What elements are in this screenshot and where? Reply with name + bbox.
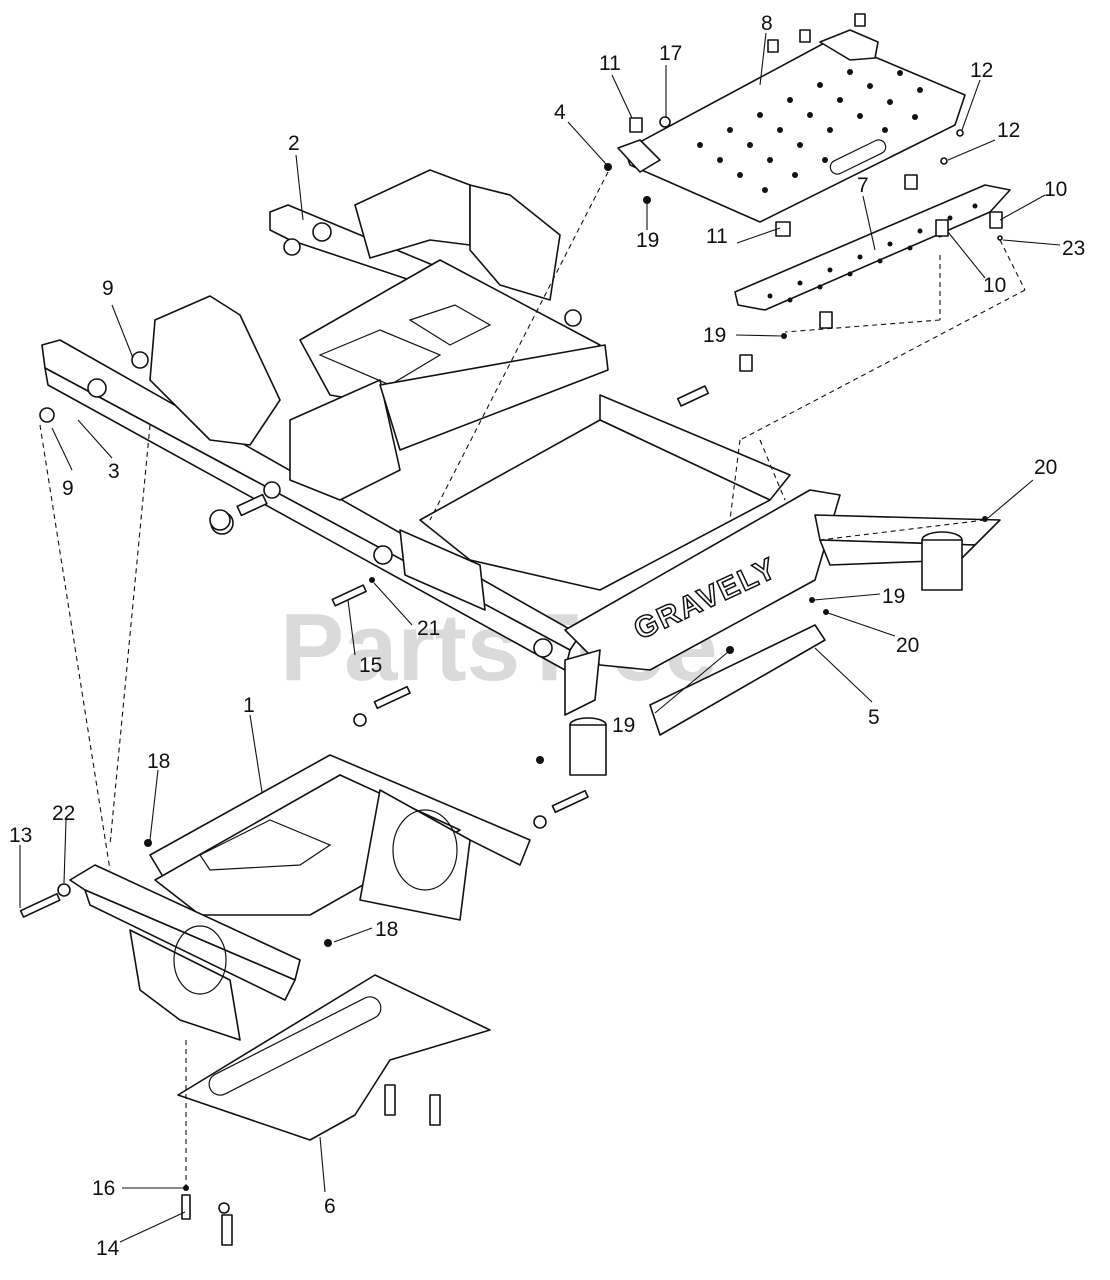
callout-8: 8	[761, 12, 773, 35]
callout-21: 21	[417, 617, 440, 640]
callout-9b: 9	[62, 477, 74, 500]
assembly-lines	[39, 171, 1026, 1188]
part-5-strip	[649, 624, 826, 736]
main-frame	[39, 295, 791, 671]
callout-14: 14	[96, 1237, 120, 1260]
callout-13: 13	[9, 824, 32, 847]
callout-10b: 10	[983, 274, 1006, 297]
callout-20b: 20	[896, 634, 919, 657]
part-1-lower-frame	[69, 754, 531, 1041]
callout-23: 23	[1062, 237, 1085, 260]
callout-22: 22	[52, 802, 75, 825]
leader-lines	[19, 32, 1061, 1243]
callout-19d: 19	[612, 714, 635, 737]
hardware	[19, 13, 1003, 1246]
front-bumper: GRAVELY	[564, 489, 1001, 776]
callout-4: 4	[554, 101, 566, 124]
callout-12b: 12	[997, 119, 1020, 142]
callout-5: 5	[868, 706, 880, 729]
callout-17: 17	[659, 42, 682, 65]
callout-19c: 19	[882, 585, 905, 608]
callout-15: 15	[359, 654, 382, 677]
callout-12a: 12	[970, 59, 993, 82]
callout-9a: 9	[102, 277, 114, 300]
callout-10a: 10	[1044, 178, 1067, 201]
callout-3: 3	[108, 460, 120, 483]
callout-19a: 19	[636, 229, 659, 252]
callout-11b: 11	[706, 225, 728, 248]
callout-18b: 18	[375, 918, 398, 941]
callout-16: 16	[92, 1177, 115, 1200]
callout-11a: 11	[599, 52, 621, 75]
callout-2: 2	[288, 132, 300, 155]
callout-labels: 1 2 3 4 5 6 7 8 9 9 10 10 11 11 12 12 13…	[9, 12, 1085, 1260]
part-8-top-plate	[617, 29, 966, 223]
callout-1: 1	[243, 694, 255, 717]
callout-7: 7	[857, 174, 869, 197]
part-6-bottom-plate	[177, 974, 491, 1141]
callout-19b: 19	[703, 324, 726, 347]
callout-20a: 20	[1034, 456, 1057, 479]
callout-6: 6	[324, 1195, 336, 1218]
callout-18a: 18	[147, 750, 170, 773]
